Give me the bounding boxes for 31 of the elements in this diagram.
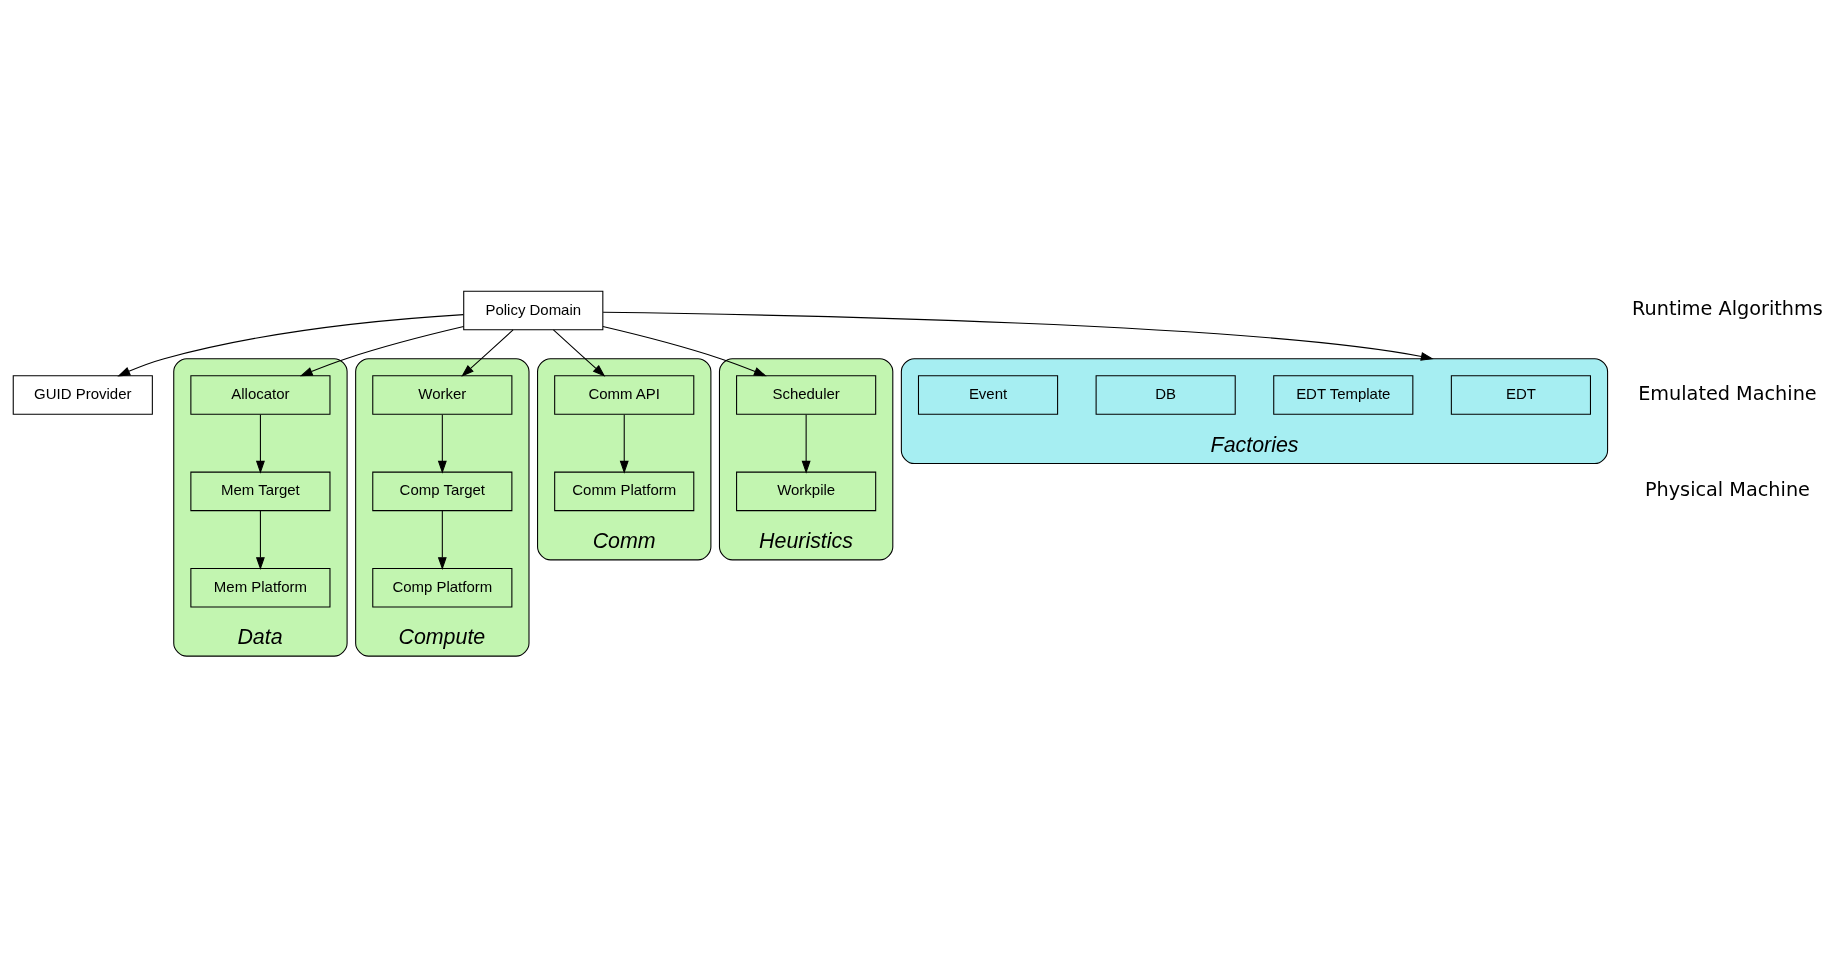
node-box: Worker: [372, 375, 513, 415]
arrow: [461, 329, 514, 377]
node-box: EDT Template: [1273, 375, 1414, 415]
node-box: Policy Domain: [463, 290, 604, 331]
node-box: Comm API: [554, 375, 695, 415]
node-box: Scheduler: [736, 375, 877, 415]
node-box: Comp Platform: [372, 567, 513, 608]
node-box: EDT: [1450, 375, 1591, 415]
node-box: Comp Target: [372, 471, 513, 512]
arrow: [437, 414, 447, 474]
arrow: [255, 510, 265, 570]
node-box: Mem Target: [190, 471, 331, 512]
arrow: [801, 414, 811, 474]
label: Emulated Machine: [1638, 381, 1817, 405]
arrow: [552, 329, 606, 377]
arrow: [619, 414, 629, 474]
node-box: DB: [1095, 375, 1236, 415]
arrow: [437, 510, 447, 570]
arrow: [117, 314, 464, 377]
node-box: Workpile: [736, 471, 877, 512]
label: Physical Machine: [1644, 478, 1810, 502]
node-box: Comm Platform: [554, 471, 695, 512]
arrow: [299, 326, 465, 377]
label: Runtime Algorithms: [1632, 297, 1823, 321]
arrow: [602, 326, 767, 377]
node-box: GUID Provider: [12, 375, 153, 415]
node-box: Allocator: [190, 375, 331, 415]
node-box: Mem Platform: [190, 567, 331, 608]
arrow: [255, 414, 265, 474]
node-box: Event: [917, 375, 1059, 415]
arrow: [602, 311, 1434, 361]
